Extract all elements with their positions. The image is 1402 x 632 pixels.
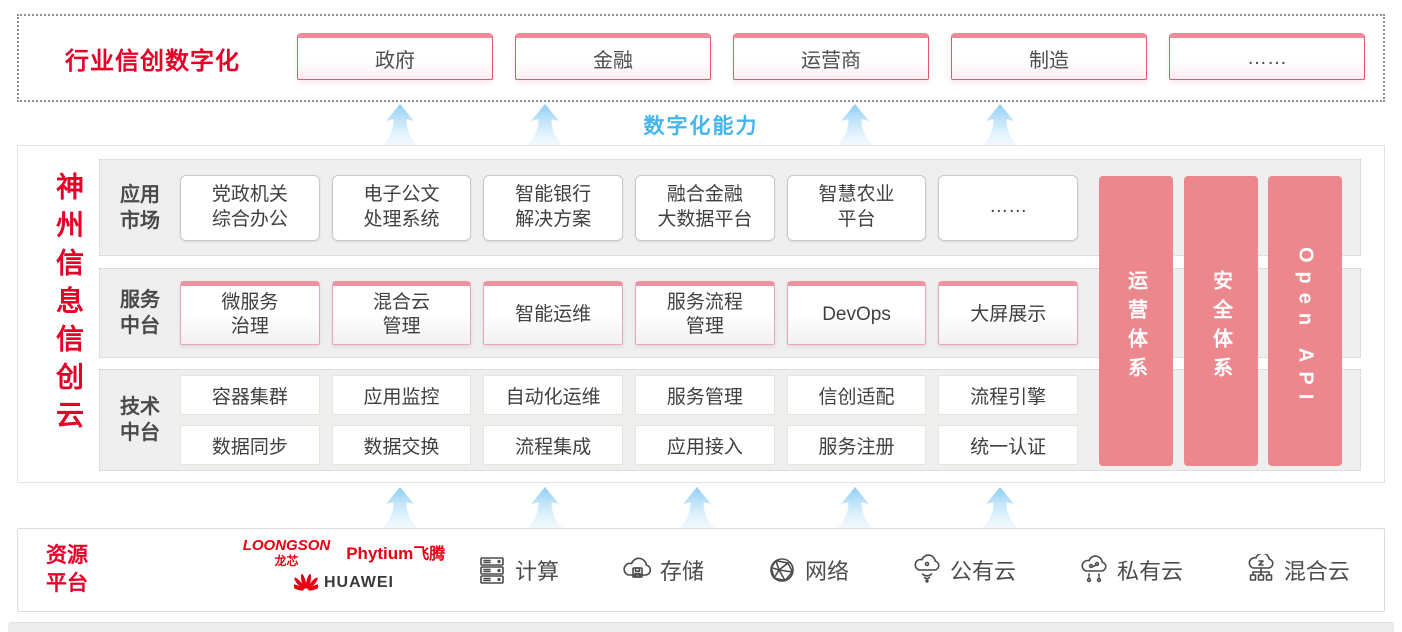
industry-box-finance: 金融	[515, 33, 711, 80]
banner-title: 行业信创数字化	[65, 47, 240, 75]
tech-box: 数据同步	[180, 425, 320, 465]
row-label-app-market: 应用 市场	[120, 183, 160, 232]
tech-box: 应用接入	[635, 425, 775, 465]
pillar-open-api: Open API	[1268, 176, 1342, 466]
industry-box-manufacturing: 制造	[951, 33, 1147, 80]
row-label-tech: 技术 中台	[120, 396, 160, 444]
pillar-label: 安全体系	[1209, 270, 1232, 386]
tech-box: 流程集成	[483, 425, 623, 465]
tech-box: 统一认证	[938, 425, 1078, 465]
service-box: 混合云 管理	[331, 281, 472, 345]
service-box: 大屏展示	[938, 281, 1079, 345]
platform-panel: 神州信息信创云 应用 市场 党政机关 综合办公 电子公文 处理系统 智能银行 解…	[17, 145, 1385, 483]
service-boxes: 微服务 治理 混合云 管理 智能运维 服务流程 管理 DevOps 大屏展示	[180, 281, 1079, 345]
up-arrow-icon	[678, 487, 716, 529]
public-cloud-icon	[914, 554, 940, 583]
app-box-more: ……	[938, 174, 1079, 241]
loongson-logo: LOONGSON 龙芯	[242, 537, 331, 568]
resource-item-compute: 计算	[476, 554, 559, 586]
phytium-logo: Phytium飞腾	[346, 544, 446, 563]
tech-box: 数据交换	[331, 425, 472, 465]
resource-items: 计算 存储 网络	[476, 529, 1350, 611]
industry-box-telecom: 运营商	[733, 33, 929, 80]
service-box: 服务流程 管理	[635, 281, 775, 345]
bottom-divider	[8, 622, 1394, 632]
huawei-logo: HUAWEI	[214, 573, 474, 593]
tech-box: 信创适配	[786, 375, 927, 415]
tech-boxes: 容器集群 应用监控 自动化运维 服务管理 信创适配 流程引擎 数据同步 数据交换…	[180, 375, 1078, 465]
pillar-label: 运营体系	[1124, 270, 1147, 386]
industry-box-more: ……	[1169, 33, 1365, 80]
service-box: 智能运维	[483, 281, 624, 345]
up-arrow-icon	[981, 104, 1019, 146]
industry-boxes: 政府 金融 运营商 制造 ……	[297, 33, 1365, 80]
up-arrow-icon	[526, 104, 564, 146]
server-icon	[480, 557, 504, 584]
app-box: 电子公文 处理系统	[331, 174, 472, 241]
private-cloud-icon	[1081, 555, 1107, 583]
platform-side-title: 神州信息信创云	[53, 172, 84, 438]
resource-item-network: 网络	[766, 554, 849, 586]
service-box: 微服务 治理	[180, 281, 320, 345]
app-box: 智能银行 解决方案	[483, 174, 624, 241]
pillar-security-system: 安全体系	[1184, 176, 1258, 466]
tech-box: 应用监控	[331, 375, 472, 415]
resource-item-private-cloud: 私有云	[1078, 554, 1183, 586]
capability-label: 数字化能力	[643, 115, 759, 138]
tech-box: 容器集群	[180, 375, 320, 415]
pillar-operation-system: 运营体系	[1099, 176, 1173, 466]
resource-item-hybrid-cloud: 混合云	[1245, 554, 1350, 586]
industry-box-government: 政府	[297, 33, 493, 80]
huawei-flower-icon	[294, 574, 318, 591]
resource-title: 资源 平台	[46, 543, 88, 595]
resource-item-storage: 存储	[621, 554, 704, 586]
app-box: 智慧农业 平台	[786, 174, 927, 241]
pillar-label: Open API	[1294, 247, 1317, 409]
row-label-service: 服务 中台	[120, 289, 160, 337]
vendor-logos: LOONGSON 龙芯 Phytium飞腾	[214, 537, 474, 593]
up-arrow-icon	[836, 487, 874, 529]
network-icon	[770, 558, 794, 582]
up-arrow-icon	[381, 487, 419, 529]
up-arrow-icon	[526, 487, 564, 529]
service-box: DevOps	[786, 281, 927, 345]
industry-banner: 行业信创数字化 政府 金融 运营商 制造 ……	[17, 14, 1385, 102]
up-arrow-icon	[836, 104, 874, 146]
up-arrow-icon	[981, 487, 1019, 529]
app-box: 融合金融 大数据平台	[635, 174, 775, 241]
resource-panel: 资源 平台 LOONGSON 龙芯 Phytium飞腾	[17, 528, 1385, 612]
tech-box: 服务管理	[635, 375, 775, 415]
hybrid-cloud-icon	[1248, 554, 1274, 581]
app-box: 党政机关 综合办公	[180, 174, 320, 241]
tech-box: 流程引擎	[938, 375, 1078, 415]
tech-box: 自动化运维	[483, 375, 623, 415]
app-market-boxes: 党政机关 综合办公 电子公文 处理系统 智能银行 解决方案 融合金融 大数据平台…	[180, 174, 1079, 241]
resource-item-public-cloud: 公有云	[911, 554, 1016, 586]
tech-box: 服务注册	[786, 425, 927, 465]
up-arrow-icon	[381, 104, 419, 146]
storage-icon	[623, 557, 652, 578]
